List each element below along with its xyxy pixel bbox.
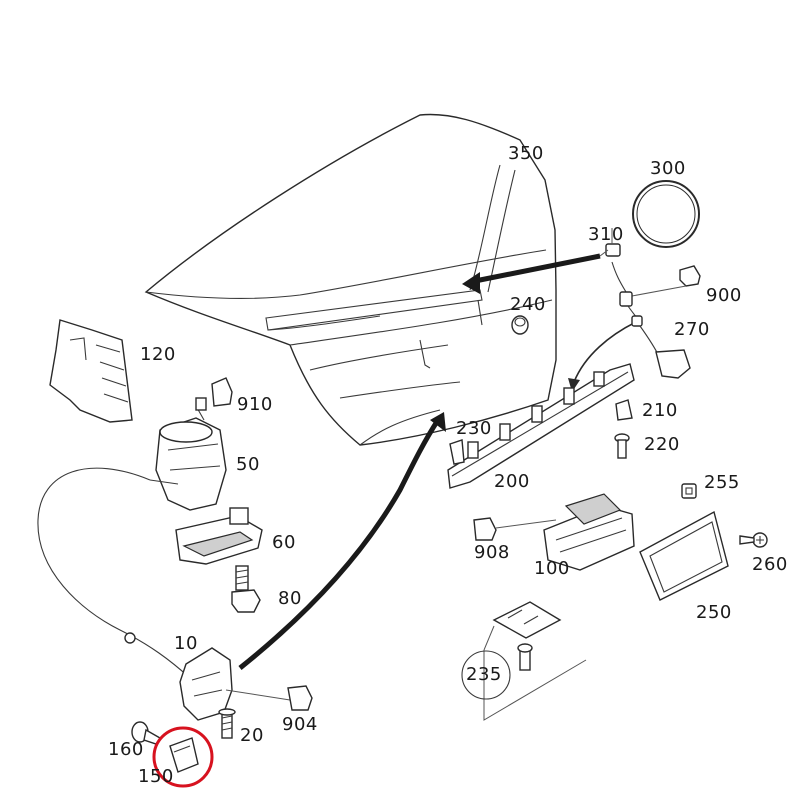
part-235-group: [461, 601, 587, 721]
part-100-module: [543, 493, 635, 571]
label-20: 20: [240, 725, 264, 746]
part-10-latch: [179, 647, 291, 721]
label-310: 310: [588, 224, 624, 245]
part-250-plate: [639, 510, 729, 601]
label-260: 260: [752, 554, 788, 575]
label-908: 908: [474, 542, 510, 563]
label-220: 220: [644, 434, 680, 455]
label-900: 900: [706, 285, 742, 306]
part-255-nut: [681, 483, 697, 499]
highlight-circle-150: [152, 726, 214, 788]
label-235: 235: [466, 664, 502, 685]
label-60: 60: [272, 532, 296, 553]
part-260-screw: [739, 532, 768, 548]
part-80-bolt: [231, 565, 261, 613]
trunk-lid: [144, 113, 557, 446]
label-904: 904: [282, 714, 318, 735]
label-100: 100: [534, 558, 570, 579]
part-310-clip: [599, 243, 621, 257]
part-210-clip: [615, 399, 633, 421]
part-220-screw: [614, 433, 630, 459]
release-cable: [37, 467, 191, 679]
label-210: 210: [642, 400, 678, 421]
label-200: 200: [494, 471, 530, 492]
part-120-bracket: [49, 319, 133, 423]
label-50: 50: [236, 454, 260, 475]
part-240-cap: [511, 315, 529, 335]
part-904-connector: [287, 685, 313, 711]
label-300: 300: [650, 158, 686, 179]
part-50-lock: [155, 397, 227, 511]
label-160: 160: [108, 739, 144, 760]
part-908-connector: [473, 517, 557, 541]
part-910-connector: [211, 377, 233, 407]
label-255: 255: [704, 472, 740, 493]
part-230-plug: [449, 439, 465, 465]
label-150: 150: [138, 766, 174, 787]
label-250: 250: [696, 602, 732, 623]
part-160-plug: [131, 721, 161, 745]
label-230: 230: [456, 418, 492, 439]
arrow-310-to-lid: [462, 253, 601, 294]
label-120: 120: [140, 344, 176, 365]
label-10: 10: [174, 633, 198, 654]
arrow-10-to-lid: [238, 412, 446, 670]
part-200-handle: [447, 363, 635, 489]
label-80: 80: [278, 588, 302, 609]
part-300-ring: [632, 180, 700, 248]
part-150-cover: [169, 737, 199, 773]
part-60-base: [175, 507, 263, 565]
label-270: 270: [674, 319, 710, 340]
label-910: 910: [237, 394, 273, 415]
part-270-wiring: [611, 261, 691, 379]
label-240: 240: [510, 294, 546, 315]
part-20-screw: [218, 708, 236, 739]
part-900-connector: [631, 265, 701, 297]
label-350: 350: [508, 143, 544, 164]
